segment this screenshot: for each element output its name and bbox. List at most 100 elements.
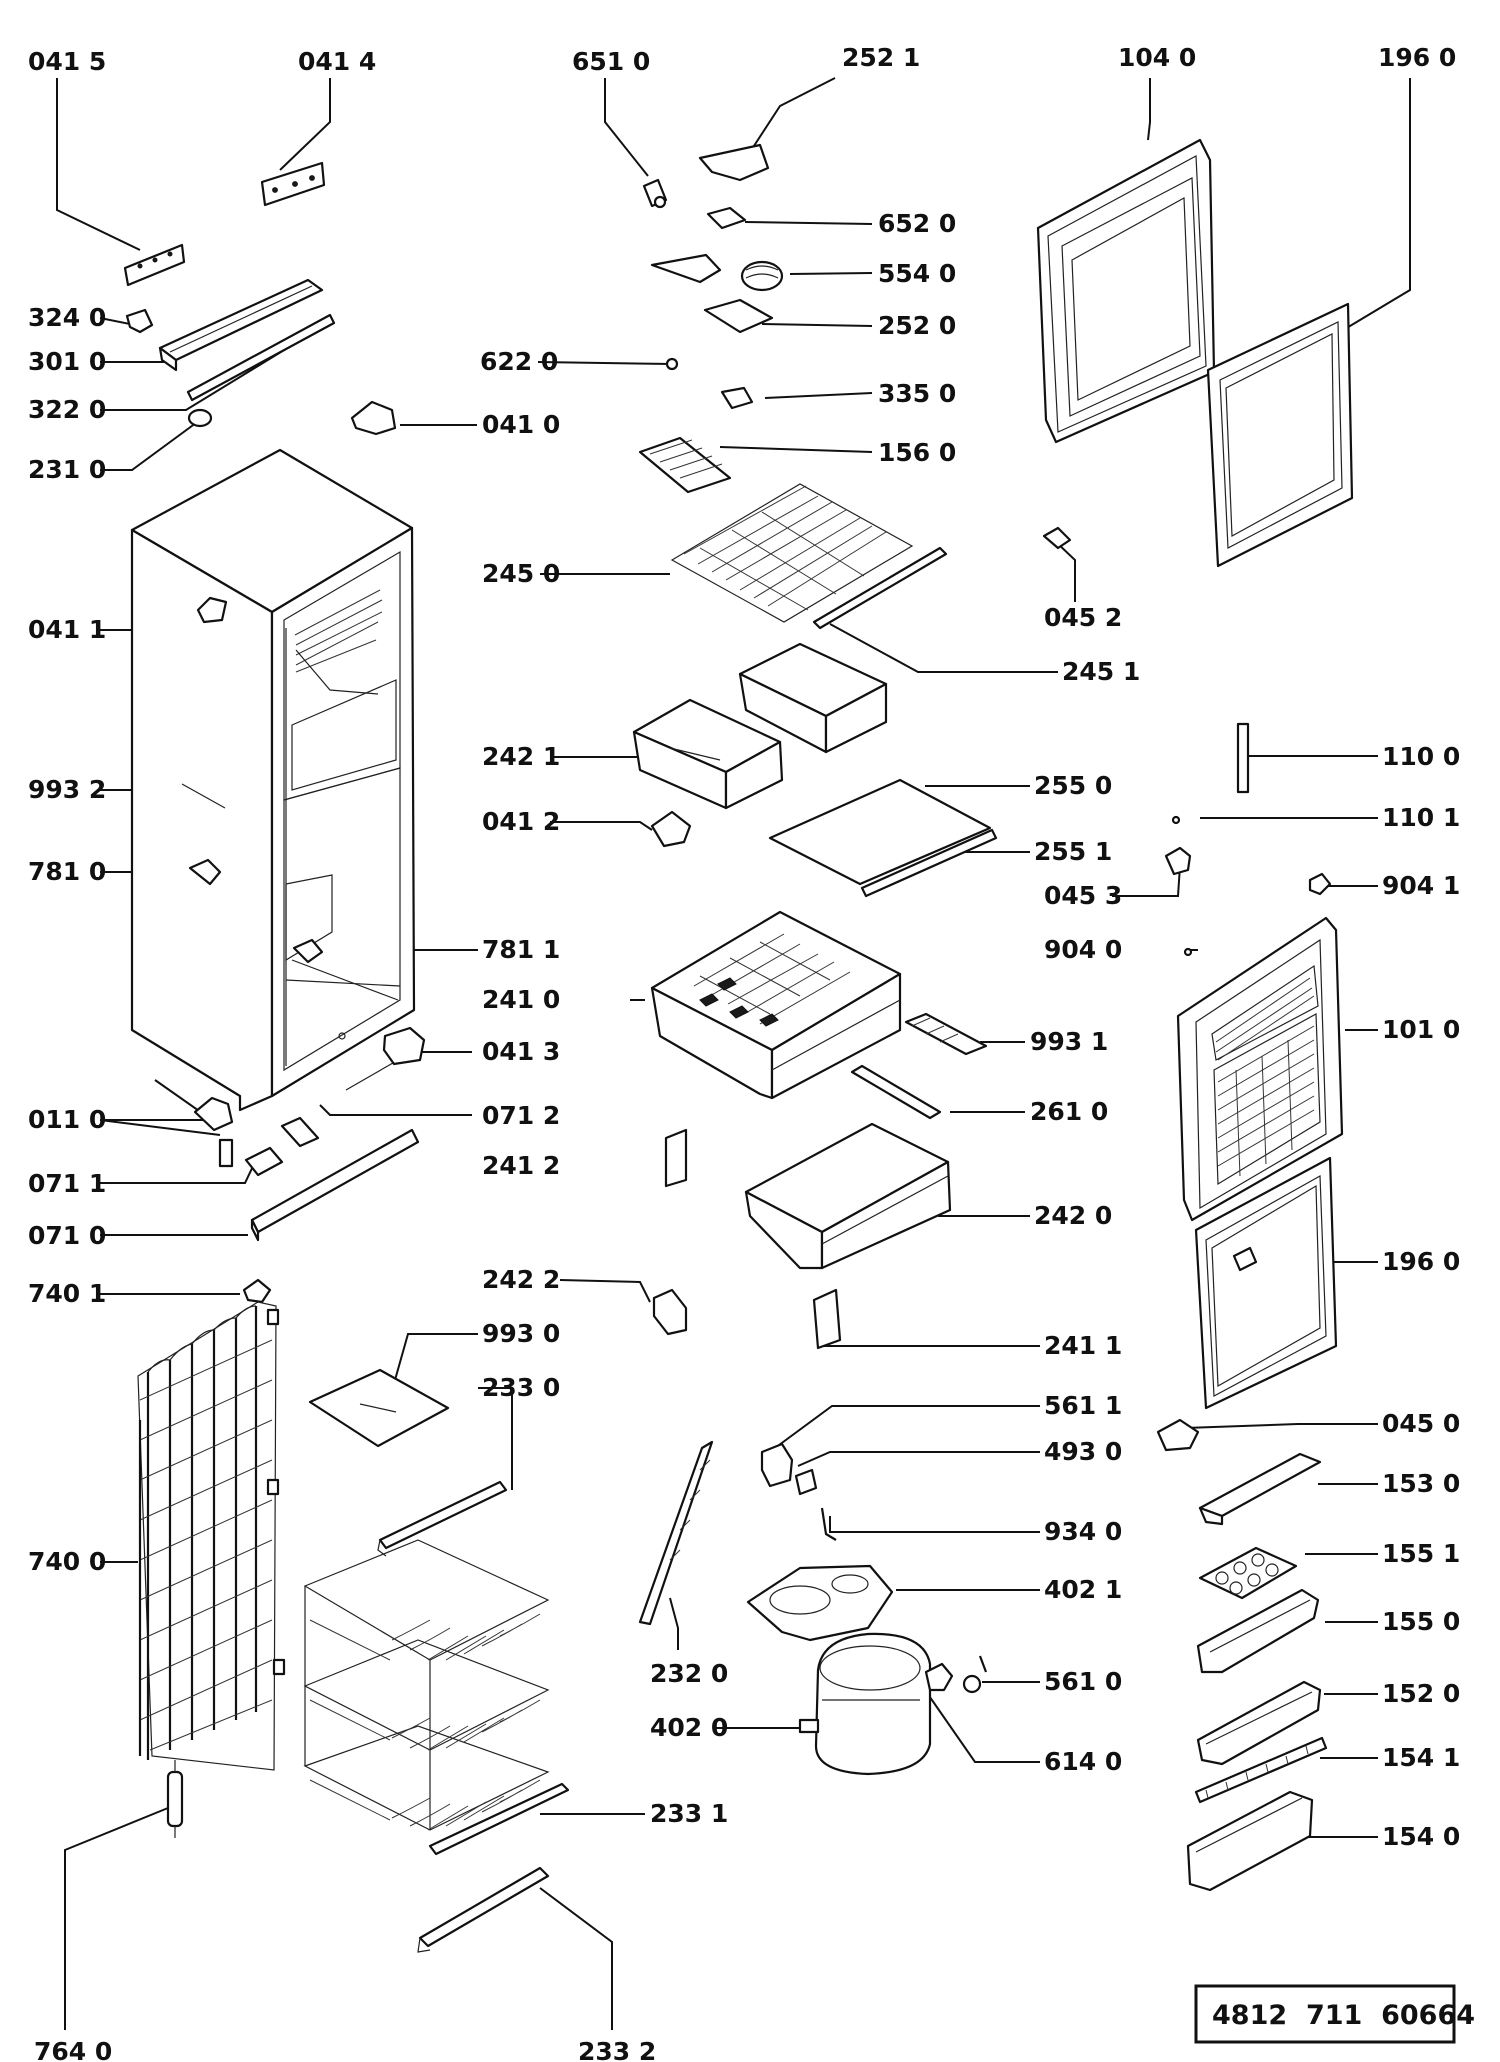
label-0415: 041 5 — [28, 47, 106, 76]
label-1010: 101 0 — [1382, 1015, 1460, 1044]
label-2412: 241 2 — [482, 1151, 560, 1180]
label-1540: 154 0 — [1382, 1822, 1460, 1851]
label-2550: 255 0 — [1034, 771, 1112, 800]
freezer-drawer-2420 — [744, 1122, 952, 1270]
door-bin-1550 — [1196, 1588, 1320, 1674]
label-2422: 242 2 — [482, 1265, 560, 1294]
label-2320: 232 0 — [650, 1659, 728, 1688]
label-0410: 041 0 — [482, 410, 560, 439]
compressor-4020 — [798, 1632, 932, 1776]
label-7810: 781 0 — [28, 857, 106, 886]
cover-2521 — [698, 143, 770, 182]
thermostat-6510 — [642, 178, 668, 209]
rail-2610 — [850, 1064, 942, 1120]
label-2421: 242 1 — [482, 742, 560, 771]
label-9931: 993 1 — [1030, 1027, 1108, 1056]
cap-9041 — [1308, 872, 1332, 896]
wire-9340 — [820, 1507, 837, 1541]
label-2420: 242 0 — [1034, 1201, 1112, 1230]
crisper-2421 — [632, 698, 784, 810]
label-0712: 071 2 — [482, 1101, 560, 1130]
shelf-rail-2332 — [417, 1866, 550, 1953]
label-2310: 231 0 — [28, 455, 106, 484]
label-0453: 045 3 — [1044, 881, 1122, 910]
shelf-trim-2551 — [860, 828, 998, 898]
label-4930: 493 0 — [1044, 1437, 1122, 1466]
label-1560: 156 0 — [878, 438, 956, 467]
screw-6220 — [665, 357, 679, 371]
leader-lines — [56, 77, 1411, 2030]
label-1551: 155 1 — [1382, 1539, 1460, 1568]
clip-5610 — [962, 1655, 988, 1694]
label-0110: 011 0 — [28, 1105, 106, 1134]
label-1550: 155 0 — [1382, 1607, 1460, 1636]
crisper-top — [738, 642, 888, 754]
label-7640: 764 0 — [34, 2037, 112, 2062]
label-9340: 934 0 — [1044, 1517, 1122, 1546]
label-0710: 071 0 — [28, 1221, 106, 1250]
cap-7401 — [242, 1278, 272, 1304]
label-1040: 104 0 — [1118, 43, 1196, 72]
label-2450: 245 0 — [482, 559, 560, 588]
clip-0412 — [650, 810, 692, 848]
label-7811: 781 1 — [482, 935, 560, 964]
label-1530: 153 0 — [1382, 1469, 1460, 1498]
knob-3350 — [720, 386, 754, 410]
label-4021: 402 1 — [1044, 1575, 1122, 1604]
label-1960-top: 196 0 — [1378, 43, 1456, 72]
door-bin-1540 — [1186, 1790, 1314, 1892]
shelf-1530 — [1198, 1452, 1322, 1526]
shelf-trim-2451 — [812, 546, 948, 630]
label-2331: 233 1 — [650, 1799, 728, 1828]
label-9041: 904 1 — [1382, 871, 1460, 900]
glass-shelf-2550 — [768, 778, 992, 886]
egg-tray-1551 — [1198, 1546, 1298, 1600]
label-3350: 335 0 — [878, 379, 956, 408]
shelf-rail-2331 — [428, 1782, 570, 1856]
label-5611: 561 1 — [1044, 1391, 1122, 1420]
knob-2310 — [187, 408, 213, 428]
ice-tray-1560 — [638, 436, 732, 494]
clip-0452 — [1042, 526, 1072, 550]
bracket-0410 — [350, 400, 397, 436]
label-1520: 152 0 — [1382, 1679, 1460, 1708]
relay-5611 — [760, 1442, 794, 1488]
bottle-rail-1541 — [1194, 1736, 1328, 1804]
top-rail-3010 — [158, 278, 324, 372]
door-bin-1520 — [1196, 1680, 1322, 1766]
relay-6140 — [924, 1662, 954, 1692]
label-0411: 041 1 — [28, 615, 106, 644]
label-9932: 993 2 — [28, 775, 106, 804]
housing-2520 — [650, 253, 774, 334]
switch-6520 — [706, 206, 747, 230]
plate-9930 — [308, 1368, 450, 1448]
label-5610: 561 0 — [1044, 1667, 1122, 1696]
label-3220: 322 0 — [28, 395, 106, 424]
clip-3240 — [125, 308, 154, 334]
reference-number: 4812 711 60664 — [1212, 2000, 1475, 2031]
hinge-0453 — [1164, 846, 1192, 876]
label-2332: 233 2 — [578, 2037, 656, 2062]
label-2551: 255 1 — [1034, 837, 1112, 866]
clip-4930 — [794, 1468, 818, 1496]
label-4020: 402 0 — [650, 1713, 728, 1742]
hinge-plate-0414 — [260, 161, 326, 207]
freezer-drawer-2410 — [650, 910, 902, 1100]
wire-shelves — [303, 1539, 550, 1831]
reference-number-box: 4812 711 60664 — [1194, 1984, 1475, 2044]
gasket-1960a — [1206, 302, 1354, 568]
screw-9040 — [1183, 947, 1193, 957]
label-0412: 041 2 — [482, 807, 560, 836]
foot-0413 — [382, 1026, 426, 1066]
bracket-0712 — [280, 1116, 320, 1148]
label-0711: 071 1 — [28, 1169, 106, 1198]
label-2410: 241 0 — [482, 985, 560, 1014]
label-0452: 045 2 — [1044, 603, 1122, 632]
label-6140: 614 0 — [1044, 1747, 1122, 1776]
guide-2422 — [652, 1288, 688, 1336]
label-0414: 041 4 — [298, 47, 376, 76]
door-1040 — [1036, 138, 1216, 444]
label-9040: 904 0 — [1044, 935, 1122, 964]
label-5540: 554 0 — [878, 259, 956, 288]
filter-drier-7640 — [166, 1760, 184, 1838]
